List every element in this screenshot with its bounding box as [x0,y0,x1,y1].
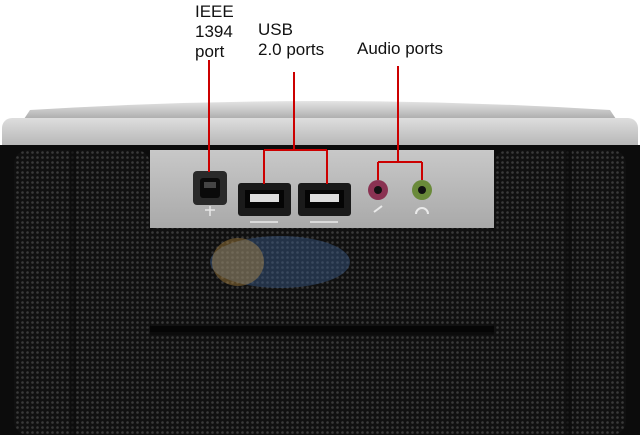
audio-leader-line [377,66,423,180]
leader-lines [208,60,423,184]
left-mesh-rib [70,150,76,435]
microphone-port [368,180,388,213]
usb-port-2 [298,183,351,223]
bay-divider [150,326,494,332]
audio-ports-label: Audio ports [357,39,443,58]
ieee-1394-label: IEEE 1394 port [195,2,234,61]
watermark-logo [210,236,350,288]
ieee-1394-port [193,171,227,216]
headphone-port [412,180,432,215]
drive-bay-mesh [150,228,494,328]
usb-port-1 [238,183,291,223]
usb-label: USB 2.0 ports [258,20,325,59]
right-mesh-rib [566,150,572,435]
lower-mesh [76,335,566,435]
usb-leader-line [263,72,328,184]
